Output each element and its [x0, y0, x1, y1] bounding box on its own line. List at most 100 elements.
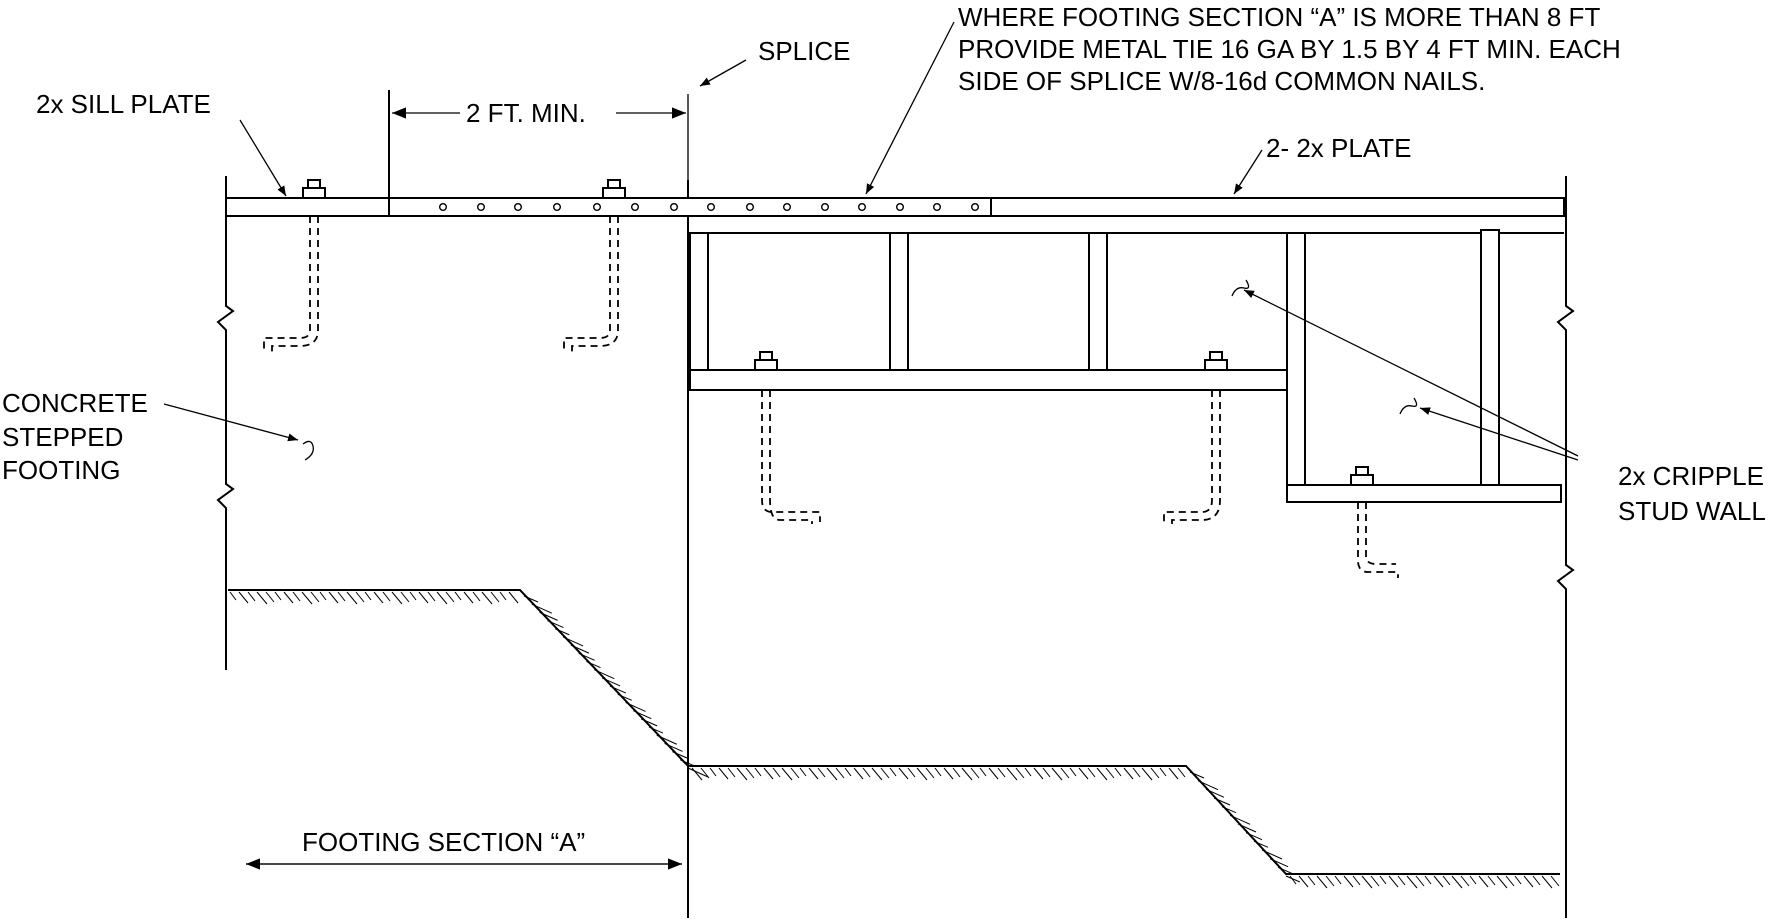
- leaders: [163, 21, 1579, 870]
- soil-hatch-line: [880, 767, 890, 779]
- soil-hatch-line: [256, 591, 268, 605]
- sill-plate-leader: [239, 119, 287, 197]
- soil-hatch-line: [1388, 875, 1399, 888]
- soil-hatch-line: [1307, 875, 1316, 886]
- soil-hatch-line: [727, 767, 736, 778]
- soil-hatch-line: [265, 591, 275, 603]
- soil-hatch-line: [1505, 875, 1515, 887]
- soil-hatch-line: [1132, 767, 1141, 778]
- soil-hatch-line: [373, 591, 384, 604]
- soil-hatch-line: [1015, 767, 1025, 779]
- concrete-label-2: STEPPED: [2, 422, 123, 452]
- soil-hatch-line: [826, 767, 838, 781]
- cripple-leader-upper: [1243, 289, 1579, 457]
- soil-hatch-line: [1168, 767, 1179, 780]
- soil-hatch-line: [601, 677, 621, 687]
- upper-sill-plate: [225, 197, 1565, 217]
- nail-hole: [631, 202, 640, 211]
- cripple-stud: [1286, 232, 1306, 486]
- cripple-stud: [1480, 229, 1500, 486]
- soil-hatch-line: [1087, 767, 1096, 778]
- soil-hatch-line: [481, 591, 493, 605]
- soil-hatch-line: [427, 591, 436, 602]
- soil-hatch-line: [925, 767, 935, 779]
- soil-hatch-line: [319, 591, 327, 601]
- soil-hatch-line: [1141, 767, 1153, 781]
- footing-section-label: FOOTING SECTION “A”: [302, 827, 585, 857]
- soil-hatch-line: [1514, 875, 1522, 885]
- soil-hatch-line: [1114, 767, 1122, 777]
- soil-hatch-line: [337, 591, 346, 602]
- anchor-bolts: [263, 179, 1399, 578]
- soil-hatch-line: [1060, 767, 1070, 779]
- soil-hatch-line: [1541, 875, 1553, 889]
- soil-hatch-line: [547, 620, 564, 629]
- soil-hatch-line: [1245, 832, 1263, 841]
- soil-hatch-line: [889, 767, 897, 777]
- soil-hatch-line: [672, 751, 689, 760]
- nail-hole: [439, 202, 448, 211]
- soil-hatch-line: [835, 767, 845, 779]
- note-line-2: PROVIDE METAL TIE 16 GA BY 1.5 BY 4 FT M…: [958, 34, 1621, 64]
- cripple-stud-wall-upper: [688, 232, 1564, 391]
- soil-hatch-line: [1397, 875, 1406, 886]
- lowest-sill-plate: [1286, 484, 1562, 503]
- soil-hatch-line: [472, 591, 481, 602]
- soil-hatch-line: [625, 702, 646, 712]
- soil-hatch-line: [898, 767, 909, 780]
- soil-hatch-line: [736, 767, 748, 781]
- soil-hatch-line: [916, 767, 928, 781]
- anchor-bolt: [263, 179, 326, 352]
- soil-hatch-line: [997, 767, 1006, 778]
- soil-hatch-line: [1205, 788, 1225, 798]
- soil-hatch-line: [499, 591, 507, 601]
- soil-hatch-line: [1433, 875, 1444, 888]
- soil-hatch-line: [1361, 875, 1373, 889]
- lower-sill-plate: [689, 369, 1288, 391]
- soil-hatch-line: [445, 591, 455, 603]
- soil-hatch-line: [1006, 767, 1018, 781]
- soil-hatch-line: [970, 767, 980, 779]
- soil-hatch-line: [1487, 875, 1496, 886]
- soil-hatch-line: [523, 595, 539, 603]
- nail-hole: [514, 202, 523, 211]
- soil-hatch-line: [274, 591, 282, 601]
- soil-hatch-line: [943, 767, 954, 780]
- soil-hatch-line: [1451, 875, 1463, 889]
- soil-hatch-line: [961, 767, 973, 781]
- soil-hatch-line: [301, 591, 313, 605]
- soil-hatch-line: [844, 767, 852, 777]
- soil-hatch-line: [1406, 875, 1418, 889]
- soil-hatch-line: [952, 767, 961, 778]
- soil-hatch-line: [562, 636, 584, 647]
- soil-hatch-line: [656, 734, 677, 745]
- soil-hatch-line: [1042, 767, 1051, 778]
- nail-hole: [670, 202, 679, 211]
- anchor-bolt: [754, 351, 821, 524]
- soil-hatch-line: [709, 767, 717, 777]
- nail-hole: [821, 202, 830, 211]
- anchor-bolt: [1163, 351, 1228, 524]
- soil-hatch-line: [1253, 840, 1269, 848]
- soil-hatch-line: [1285, 875, 1301, 883]
- soil-hatch-line: [1033, 767, 1044, 780]
- soil-hatch-line: [700, 767, 710, 779]
- soil-hatch-line: [664, 742, 683, 752]
- double-plate-label: 2- 2x PLATE: [1266, 133, 1411, 163]
- soil-hatch-line: [1197, 780, 1219, 791]
- nail-hole: [707, 202, 716, 211]
- nail-hole: [858, 202, 867, 211]
- soil-hatch-line: [1469, 875, 1477, 885]
- soil-hatch-line: [1261, 849, 1283, 860]
- soil-hatch-line: [808, 767, 819, 780]
- nail-hole: [593, 202, 602, 211]
- left-break-line: [216, 176, 235, 670]
- anchor-bolt: [1350, 466, 1399, 578]
- soil-hatch-line: [594, 669, 615, 680]
- soil-hatch-line: [508, 591, 519, 604]
- nail-hole: [896, 202, 905, 211]
- stud-callout-squiggle: [1231, 279, 1250, 297]
- nail-hole: [933, 202, 942, 211]
- soil-hatch-line: [490, 591, 500, 603]
